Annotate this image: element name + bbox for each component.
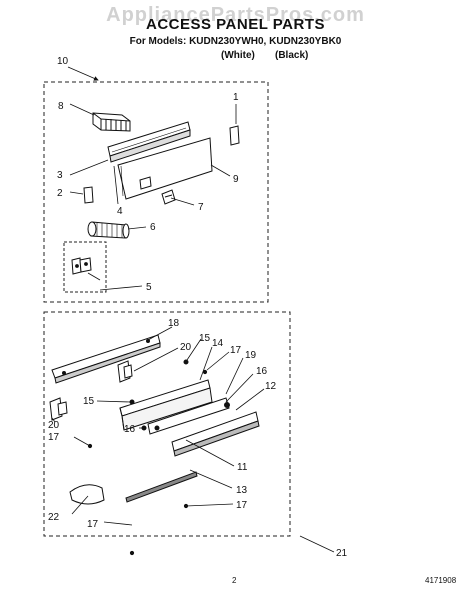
- part-16-nut-right: [224, 402, 230, 408]
- callout-6: 6: [150, 222, 156, 233]
- part-6-spring: [87, 221, 130, 239]
- part-5-frame: [63, 241, 107, 293]
- callout-8: 8: [58, 101, 64, 112]
- part-8-block: [92, 112, 131, 132]
- part-2-tab: [83, 186, 94, 204]
- callout-22: 22: [48, 512, 60, 523]
- callout-17-top: 17: [230, 345, 242, 356]
- finish-black-label: (Black): [275, 50, 309, 61]
- callout-16-center: 16: [124, 424, 136, 435]
- part-14-panel: [119, 379, 213, 431]
- part-7-clip: [161, 189, 176, 205]
- part-22-handle: [69, 484, 105, 505]
- callout-2: 2: [57, 188, 63, 199]
- part-3-panel: [107, 121, 191, 163]
- callout-20-top: 20: [180, 342, 192, 353]
- callout-17-right: 17: [236, 500, 248, 511]
- callout-3: 3: [57, 170, 63, 181]
- callout-4: 4: [117, 206, 123, 217]
- callout-17-bottom: 17: [87, 519, 99, 530]
- lower-assembly-frame: [43, 311, 291, 537]
- upper-assembly-frame: [43, 81, 269, 303]
- part-19-bracket: [147, 397, 230, 435]
- part-1-bracket: [229, 125, 240, 146]
- models-line: For Models: KUDN230YWH0, KUDN230YBK0: [129, 36, 342, 47]
- callout-21: 21: [336, 548, 348, 559]
- part-5-hinge: [71, 257, 92, 275]
- callout-12: 12: [265, 381, 277, 392]
- part-20-hinge-upper: [117, 360, 133, 383]
- callout-9: 9: [233, 174, 239, 185]
- part-9-plate: [117, 137, 213, 200]
- callout-18: 18: [168, 318, 180, 329]
- callout-14: 14: [212, 338, 224, 349]
- callout-16-right: 16: [256, 366, 268, 377]
- document-part-number: 4171908: [425, 576, 457, 585]
- callout-15-top: 15: [199, 333, 211, 344]
- callout-1: 1: [233, 92, 239, 103]
- callout-17-left: 17: [48, 432, 60, 443]
- callout-13: 13: [236, 485, 248, 496]
- part-20-hinge-lower: [49, 397, 68, 421]
- callout-7: 7: [198, 202, 204, 213]
- callout-11: 11: [237, 462, 248, 473]
- part-12-strip: [171, 411, 260, 457]
- callout-19: 19: [245, 350, 257, 361]
- part-13-rod: [125, 471, 198, 503]
- finish-white-label: (White): [221, 50, 255, 61]
- callout-5: 5: [146, 282, 152, 293]
- page-title: ACCESS PANEL PARTS: [145, 16, 326, 33]
- part-18-rail: [51, 334, 161, 384]
- page-number: 2: [232, 576, 237, 585]
- watermark-text: AppliancePartsPros.com: [106, 4, 365, 26]
- callout-10: 10: [57, 56, 69, 67]
- callout-15-left: 15: [83, 396, 95, 407]
- callout-20-left: 20: [48, 420, 60, 431]
